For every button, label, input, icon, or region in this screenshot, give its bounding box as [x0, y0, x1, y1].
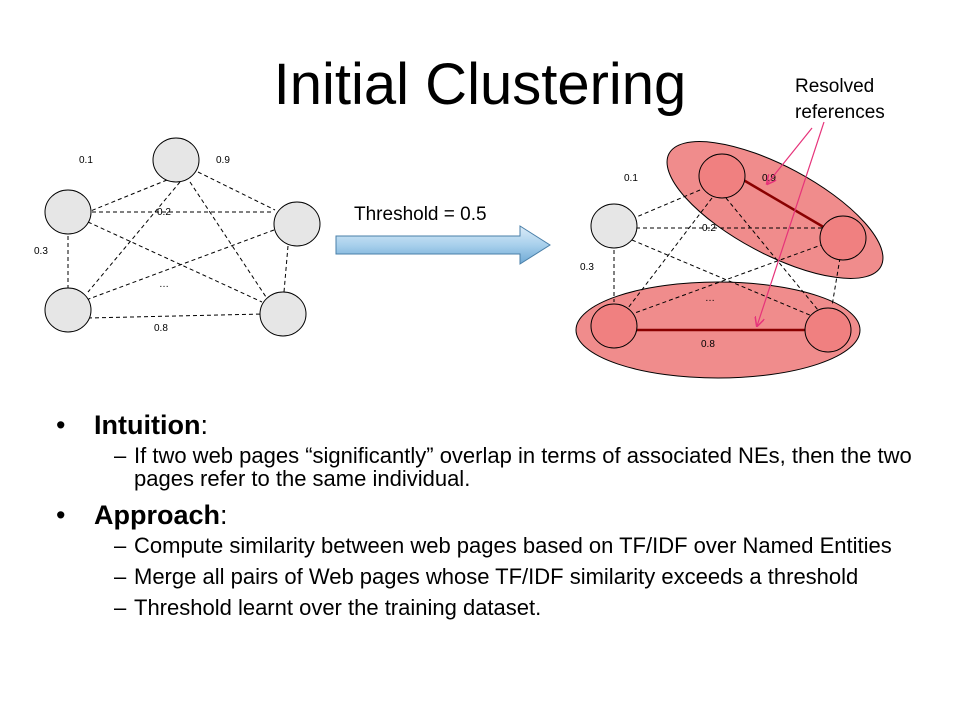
node — [273, 201, 321, 247]
sub-bullet-text: Compute similarity between web pages bas… — [134, 533, 892, 558]
edge — [725, 197, 819, 311]
node — [152, 137, 200, 183]
weight-label: 0.1 — [79, 155, 93, 166]
edge — [85, 229, 275, 301]
edge — [87, 179, 168, 213]
node — [819, 215, 867, 261]
dash-marker: – — [114, 564, 127, 589]
weight-label: 0.9 — [216, 155, 230, 166]
weight-label: 0.8 — [701, 339, 715, 350]
callout-line-1: Resolved — [795, 76, 875, 97]
dash-marker: – — [114, 595, 127, 620]
edge — [189, 181, 269, 301]
bullet-approach: • Approach: — [56, 498, 936, 532]
sub-bullet: – If two web pages “significantly” overl… — [56, 444, 936, 490]
bullet-suffix: : — [220, 500, 228, 530]
bullet-dot: • — [56, 500, 66, 530]
edge — [627, 197, 713, 309]
weight-label: 0.1 — [624, 173, 638, 184]
callout-line-2: references — [795, 102, 885, 123]
ellipsis-label: … — [159, 279, 169, 290]
weight-label: 0.8 — [154, 323, 168, 334]
bullet-dot: • — [56, 410, 66, 440]
bullet-keyword: Approach — [94, 500, 221, 530]
threshold-label: Threshold = 0.5 — [354, 204, 487, 225]
weight-label: 0.2 — [702, 223, 716, 234]
sub-bullet-text: Merge all pairs of Web pages whose TF/ID… — [134, 564, 859, 589]
node — [44, 287, 92, 333]
sub-bullet-text: If two web pages “significantly” overlap… — [134, 443, 912, 491]
bullet-list: • Intuition: – If two web pages “signifi… — [56, 408, 936, 627]
dash-marker: – — [114, 443, 127, 468]
edge — [631, 243, 825, 315]
bullet-intuition: • Intuition: — [56, 408, 936, 442]
slide-title: Initial Clustering — [273, 52, 687, 117]
edge — [87, 181, 181, 293]
ellipsis-label: … — [705, 293, 715, 304]
weight-label: 0.3 — [580, 262, 594, 273]
node — [44, 189, 92, 235]
threshold-arrow: Threshold = 0.5 — [335, 204, 551, 265]
bullet-suffix: : — [200, 410, 208, 440]
node — [259, 291, 307, 337]
cluster-highlight — [666, 141, 884, 279]
edge — [831, 257, 841, 307]
node — [698, 153, 746, 199]
sub-bullet: – Threshold learnt over the training dat… — [56, 596, 936, 619]
node — [590, 203, 638, 249]
callout-arrow — [757, 121, 825, 326]
weight-label: 0.3 — [34, 246, 48, 257]
edge — [87, 221, 263, 303]
bullet-keyword: Intuition — [94, 410, 201, 440]
right-graph: 0.1 0.9 0.2 0.3 … 0.8 — [575, 121, 884, 379]
clustering-diagram: 0.1 0.9 0.2 0.3 … 0.8 Threshold = 0.5 — [34, 121, 884, 379]
merge-edge — [739, 176, 833, 234]
callout-arrow — [767, 127, 813, 184]
sub-bullet: – Compute similarity between web pages b… — [56, 534, 936, 557]
edge — [197, 171, 276, 211]
edge — [87, 313, 264, 319]
node — [804, 307, 852, 353]
weight-label: 0.2 — [157, 207, 171, 218]
resolved-references-callout: Resolved references — [795, 74, 885, 126]
sub-bullet-text: Threshold learnt over the training datas… — [134, 595, 542, 620]
edge — [283, 245, 289, 293]
edge — [633, 189, 701, 219]
sub-bullet: – Merge all pairs of Web pages whose TF/… — [56, 565, 936, 588]
dash-marker: – — [114, 533, 127, 558]
edge — [631, 239, 813, 317]
node — [590, 303, 638, 349]
left-graph: 0.1 0.9 0.2 0.3 … 0.8 — [34, 137, 321, 337]
